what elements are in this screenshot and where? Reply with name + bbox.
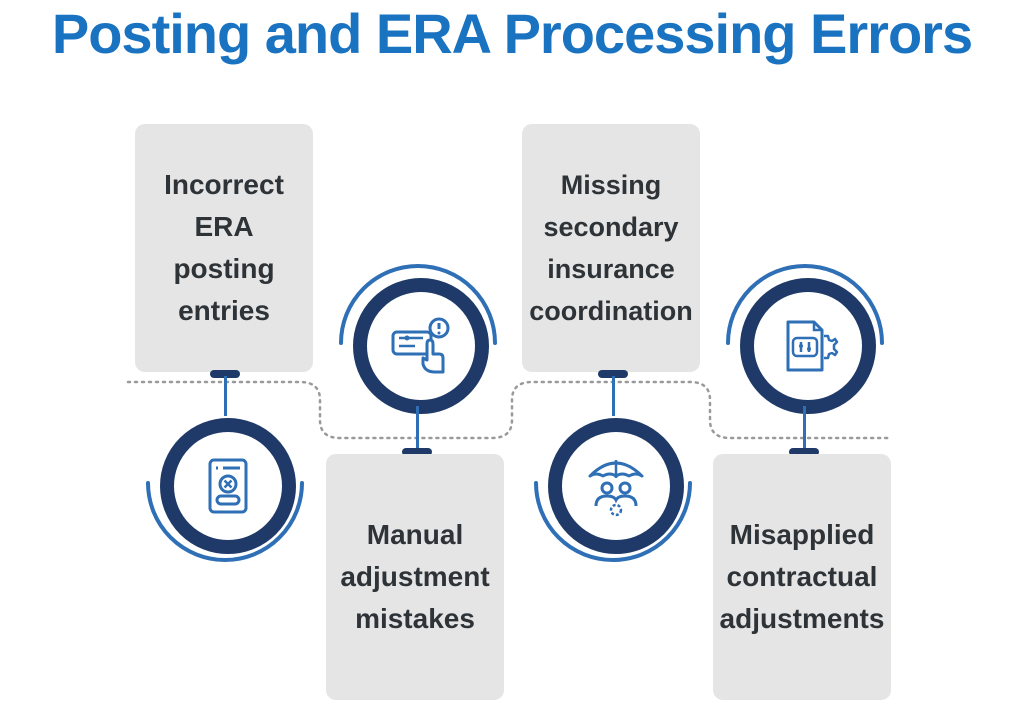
- stem-cap-2: [402, 448, 432, 456]
- step-circle-2: [353, 278, 489, 414]
- stem-cap-4: [789, 448, 819, 456]
- step-label-2: Manual adjustment mistakes: [340, 519, 490, 634]
- step-label-1: Incorrect ERA posting entries: [164, 169, 284, 326]
- page-title: Posting and ERA Processing Errors: [51, 2, 973, 65]
- arc-1: [146, 481, 304, 562]
- error-form-icon: [208, 458, 248, 514]
- stem-line-3: [612, 376, 615, 416]
- arc-2: [339, 264, 497, 345]
- step-card-1: Incorrect ERA posting entries: [135, 124, 313, 372]
- stem-cap-1: [210, 370, 240, 378]
- step-label-4: Misapplied contractual adjustments: [719, 519, 885, 634]
- step-card-2: Manual adjustment mistakes: [326, 454, 504, 700]
- step-label-3: Missing secondary insurance coordination: [529, 170, 693, 326]
- step-card-4: Misapplied contractual adjustments: [713, 454, 891, 700]
- stem-line-4: [803, 406, 806, 448]
- step-circle-1: [160, 418, 296, 554]
- touch-alert-icon: [391, 317, 450, 374]
- stem-cap-3: [598, 370, 628, 378]
- document-gear-icon: [786, 320, 839, 372]
- stem-line-1: [224, 376, 227, 416]
- step-circle-4: [740, 278, 876, 414]
- stem-line-2: [416, 406, 419, 448]
- umbrella-people-icon: [588, 460, 644, 517]
- step-circle-3: [548, 418, 684, 554]
- arc-3: [534, 481, 692, 562]
- step-card-3: Missing secondary insurance coordination: [522, 124, 700, 372]
- arc-4: [726, 264, 884, 345]
